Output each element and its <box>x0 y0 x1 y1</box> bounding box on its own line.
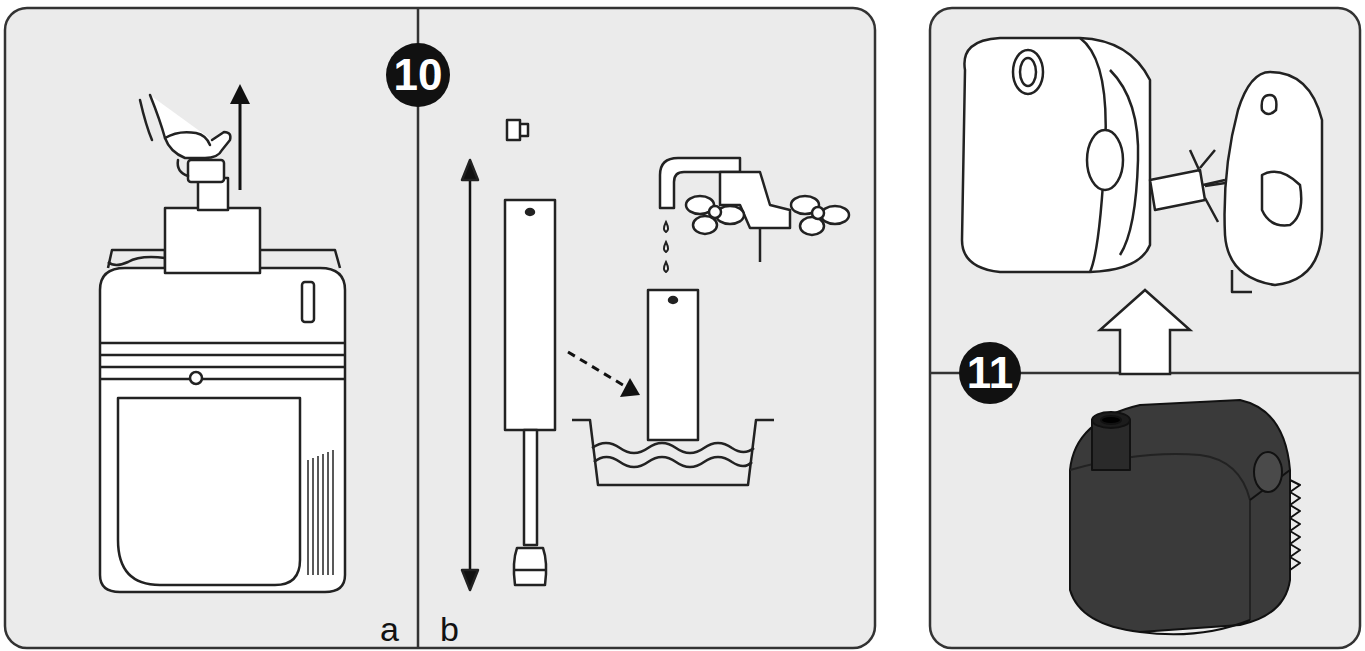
outlet-cap <box>188 160 224 182</box>
up-arrow <box>239 100 242 190</box>
drawing-part <box>1020 58 1036 86</box>
rib <box>100 366 345 369</box>
drawing-part <box>1070 454 1250 620</box>
impeller <box>1150 170 1205 210</box>
drawing-part <box>594 457 752 467</box>
drawing-part <box>759 228 762 262</box>
clip <box>507 120 528 140</box>
arrow-head <box>462 570 478 590</box>
drawing-part <box>140 100 152 140</box>
panel-right <box>930 8 1360 648</box>
rib <box>100 354 345 357</box>
pump-assembled <box>1070 400 1300 634</box>
pipe <box>505 200 555 430</box>
panel-letter: a <box>380 612 399 646</box>
inlet <box>1087 130 1123 190</box>
rib <box>100 378 345 381</box>
pipe-in-basin <box>648 290 698 440</box>
water <box>592 443 754 453</box>
drawing-part <box>1092 412 1130 428</box>
outlet <box>1013 50 1043 94</box>
drawing-part <box>1290 480 1300 570</box>
knob <box>686 196 744 234</box>
arrow-head <box>462 160 478 180</box>
drawing-part <box>1101 416 1121 424</box>
drawing-part <box>514 569 546 572</box>
drawing-part <box>1070 400 1290 632</box>
callout-circle: 10 <box>386 43 451 108</box>
filter-body <box>100 160 345 592</box>
window <box>302 282 314 322</box>
pump-exploded <box>962 38 1322 292</box>
arrow-head <box>620 378 640 397</box>
drawing-part <box>317 456 319 575</box>
pump-block <box>165 208 260 273</box>
drawing-part <box>812 207 824 219</box>
drawing-part <box>669 297 677 303</box>
hand <box>140 95 230 176</box>
tap <box>660 158 849 262</box>
basin <box>572 290 774 485</box>
grill <box>308 450 333 575</box>
drops <box>664 222 668 272</box>
panel-letter: b <box>440 612 459 646</box>
callout-circle: 11 <box>959 342 1022 405</box>
cable <box>108 257 165 265</box>
drawing-part <box>307 460 309 575</box>
drawing-part <box>332 450 334 575</box>
fins <box>1290 480 1300 570</box>
drawing-part <box>165 132 210 145</box>
drawing-part <box>327 452 329 575</box>
drawing-part <box>1140 620 1250 634</box>
callout-number: 10 <box>394 53 443 97</box>
hollow-up-arrow <box>1100 290 1190 374</box>
drawing-part <box>178 160 188 176</box>
drawing-part <box>664 242 668 252</box>
drawing-part <box>664 222 668 232</box>
up-arrow-head <box>230 84 250 104</box>
drawing-part <box>322 454 324 575</box>
drawing-part <box>821 206 849 224</box>
pump-cover <box>1225 72 1322 285</box>
parts <box>462 120 555 590</box>
drawing-part <box>709 206 721 218</box>
drawing-part <box>664 262 668 272</box>
drawing-part <box>1262 172 1301 226</box>
drawing-part <box>150 95 230 158</box>
panel-left <box>5 8 875 648</box>
filter-housing <box>100 268 345 592</box>
dashed-arrow <box>568 352 628 388</box>
pipe-hole <box>526 209 534 215</box>
callout-number: 11 <box>967 351 1014 395</box>
suction-cup <box>514 548 546 585</box>
cover-hole <box>1262 95 1277 114</box>
knob <box>1254 452 1282 492</box>
length-arrow <box>469 172 472 578</box>
drawing-part <box>312 458 314 575</box>
drawing-part <box>1232 270 1252 292</box>
pipe-stem <box>524 430 537 545</box>
knob <box>791 196 849 235</box>
pump-housing <box>962 38 1150 272</box>
screw <box>190 372 202 384</box>
front-panel <box>118 398 300 585</box>
rib <box>100 342 345 345</box>
